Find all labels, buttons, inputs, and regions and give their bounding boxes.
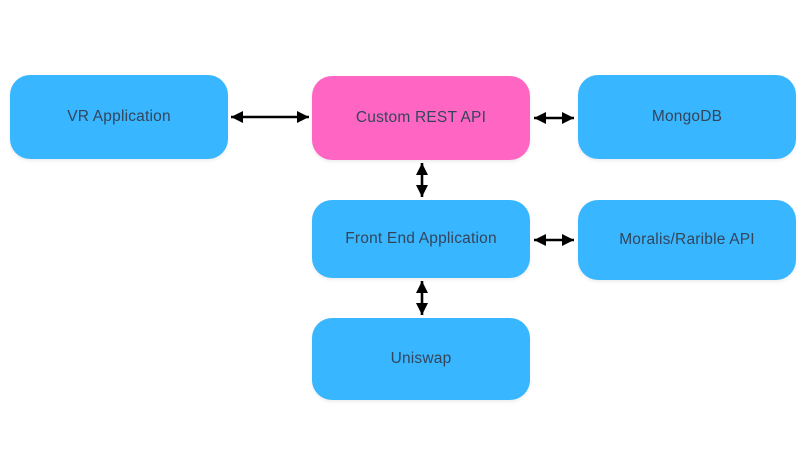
node-moralis-rarible-api: Moralis/Rarible API xyxy=(578,200,796,280)
node-uniswap: Uniswap xyxy=(312,318,530,400)
node-uniswap-label: Uniswap xyxy=(390,350,452,367)
node-front-end-application: Front End Application xyxy=(312,200,530,278)
node-vr-application-label: VR Application xyxy=(67,108,171,125)
node-moralis-rarible-api-label: Moralis/Rarible API xyxy=(619,231,755,248)
node-mongodb: MongoDB xyxy=(578,75,796,159)
node-custom-rest-api-label: Custom REST API xyxy=(355,109,487,126)
node-front-end-application-label: Front End Application xyxy=(345,230,497,247)
node-vr-application: VR Application xyxy=(10,75,228,159)
node-custom-rest-api: Custom REST API xyxy=(312,76,530,160)
node-mongodb-label: MongoDB xyxy=(651,108,723,125)
